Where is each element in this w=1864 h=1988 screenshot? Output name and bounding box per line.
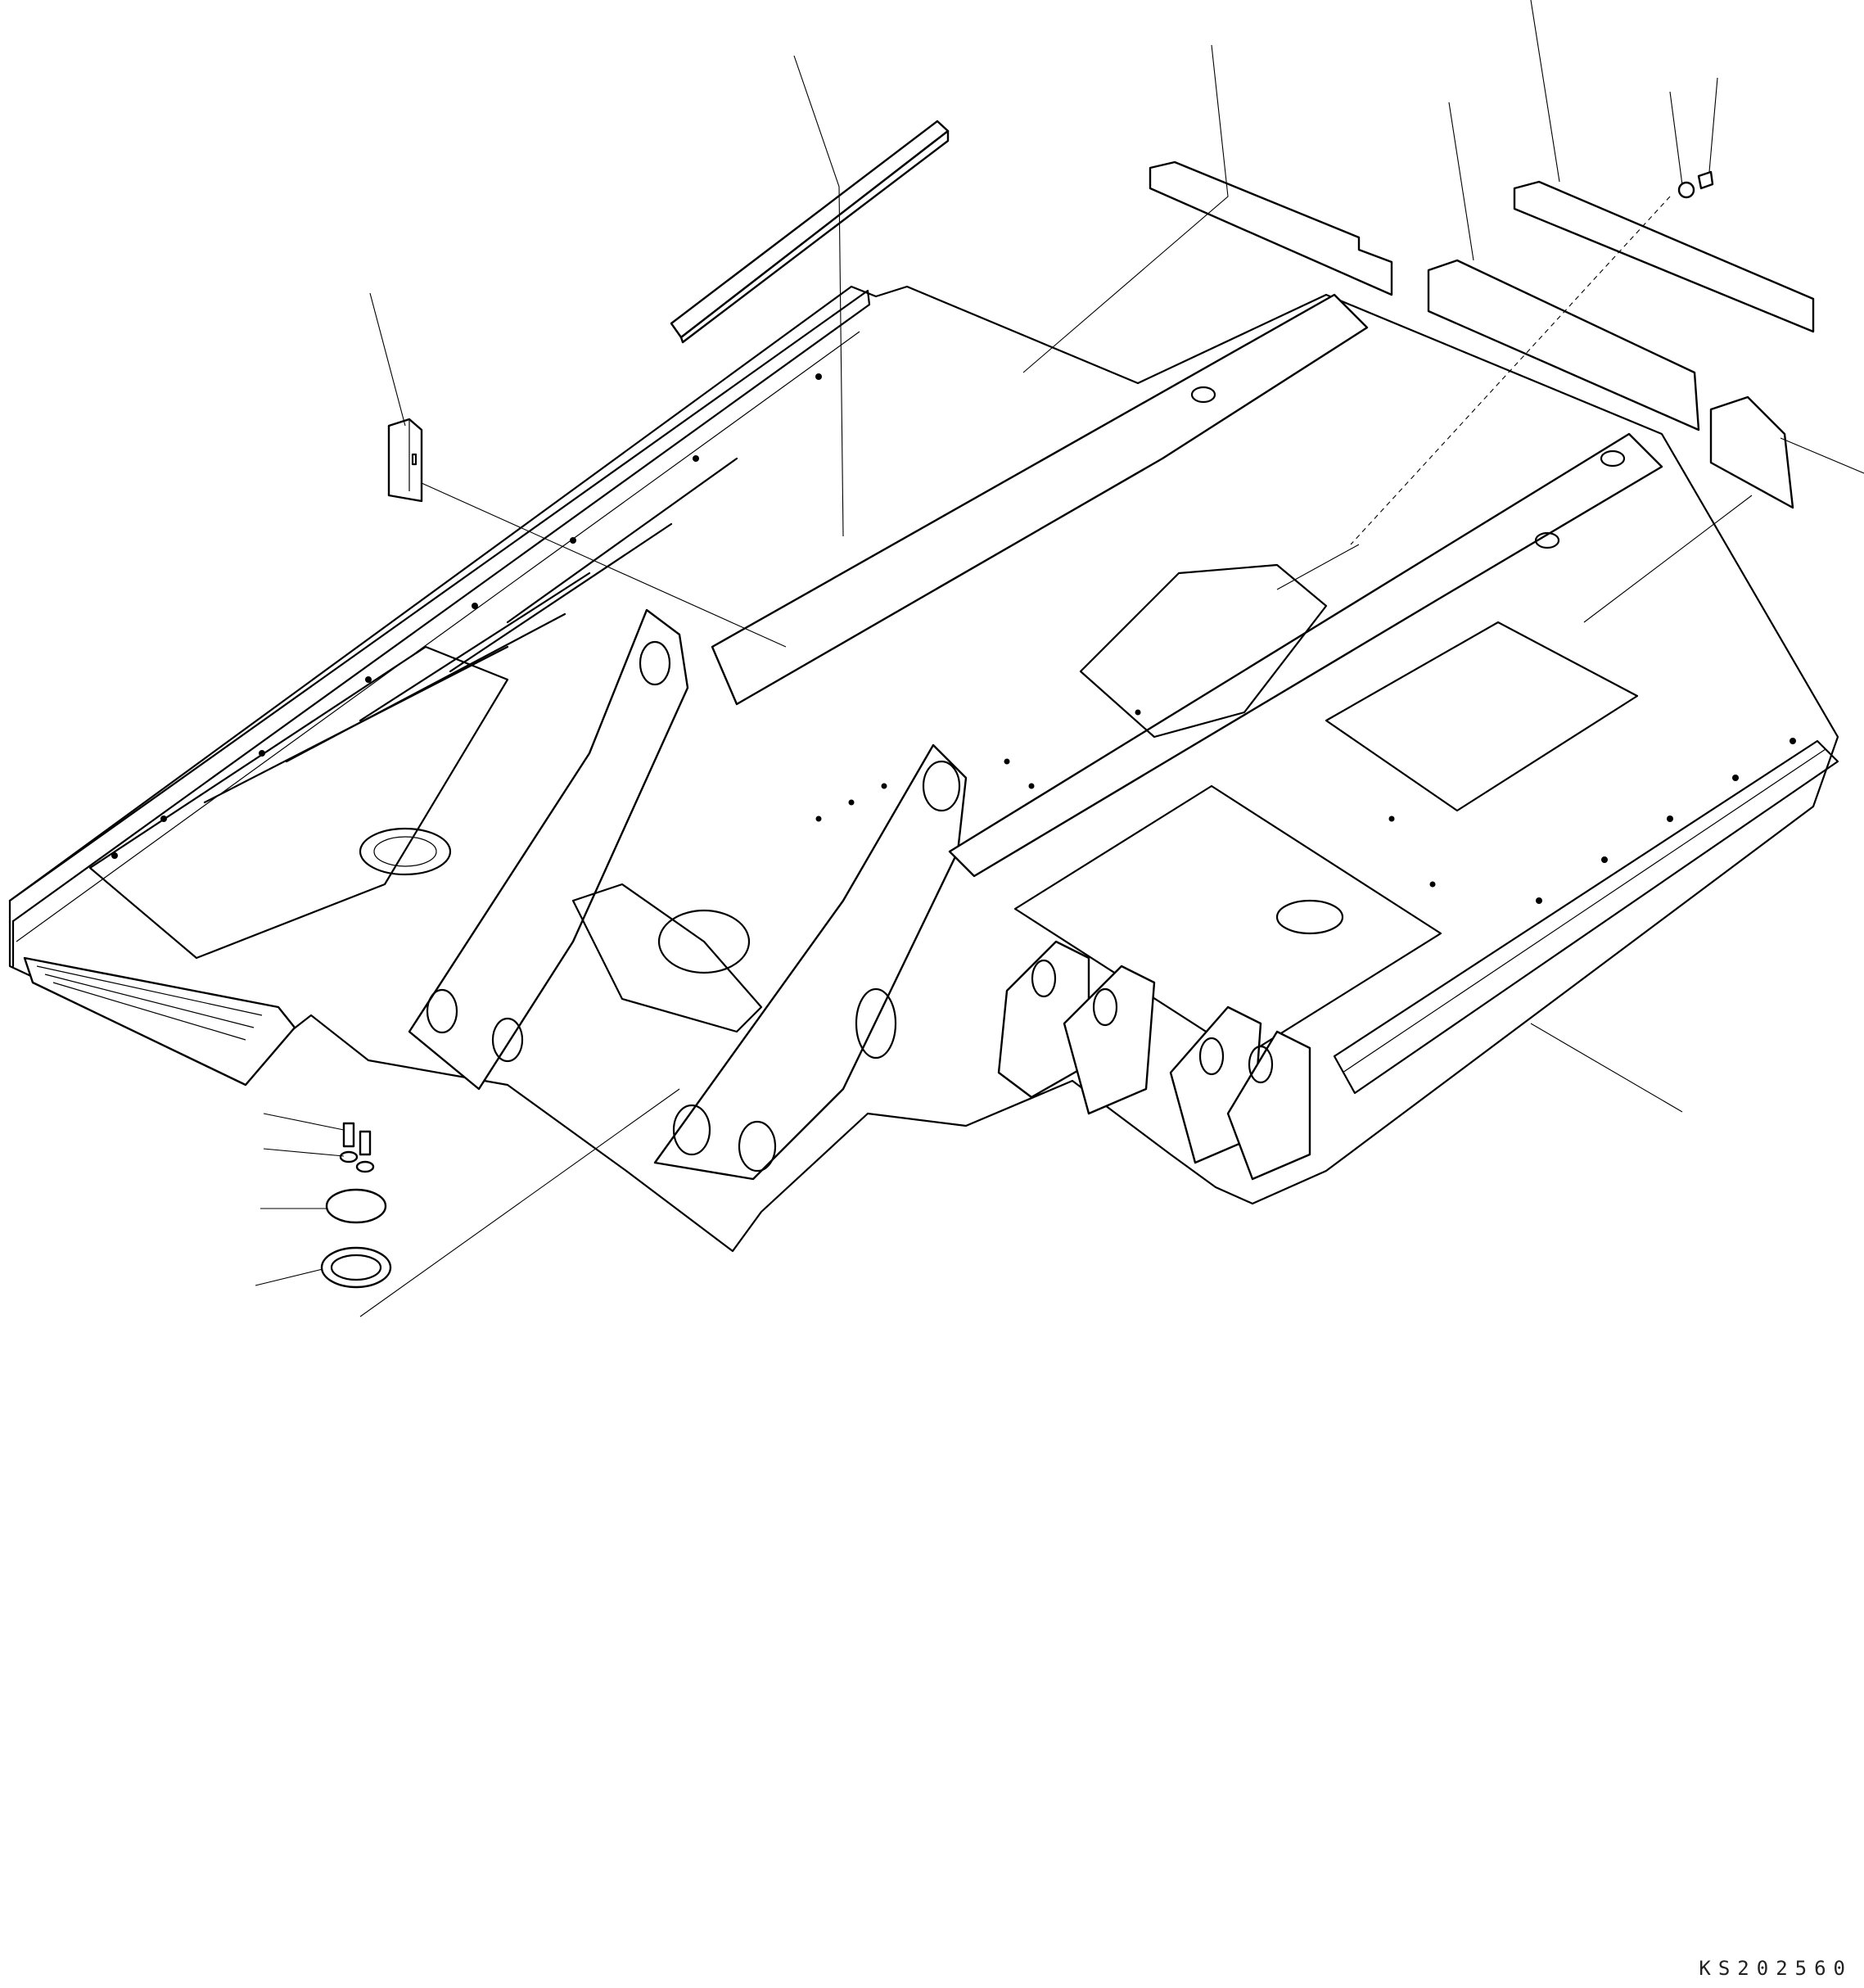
revolving-frame (8, 285, 1839, 1253)
stopper-block (387, 418, 423, 503)
leader-lines (255, 0, 1864, 1317)
exploded-parts (320, 120, 1815, 1289)
cover-part (325, 1188, 387, 1224)
rail-cover-part (670, 120, 950, 339)
gasket-part (320, 1246, 392, 1289)
washer-part (1677, 181, 1695, 199)
drawing-code: KS202560 (1699, 1957, 1853, 1980)
bolt-part (1697, 170, 1714, 190)
shim-plate (1427, 259, 1700, 431)
block-part (1709, 395, 1794, 509)
washer-part-left (339, 1150, 359, 1163)
plate-part-1 (1149, 160, 1393, 296)
bolt-part-left (342, 1122, 355, 1148)
plate-part-2 (1513, 180, 1815, 333)
